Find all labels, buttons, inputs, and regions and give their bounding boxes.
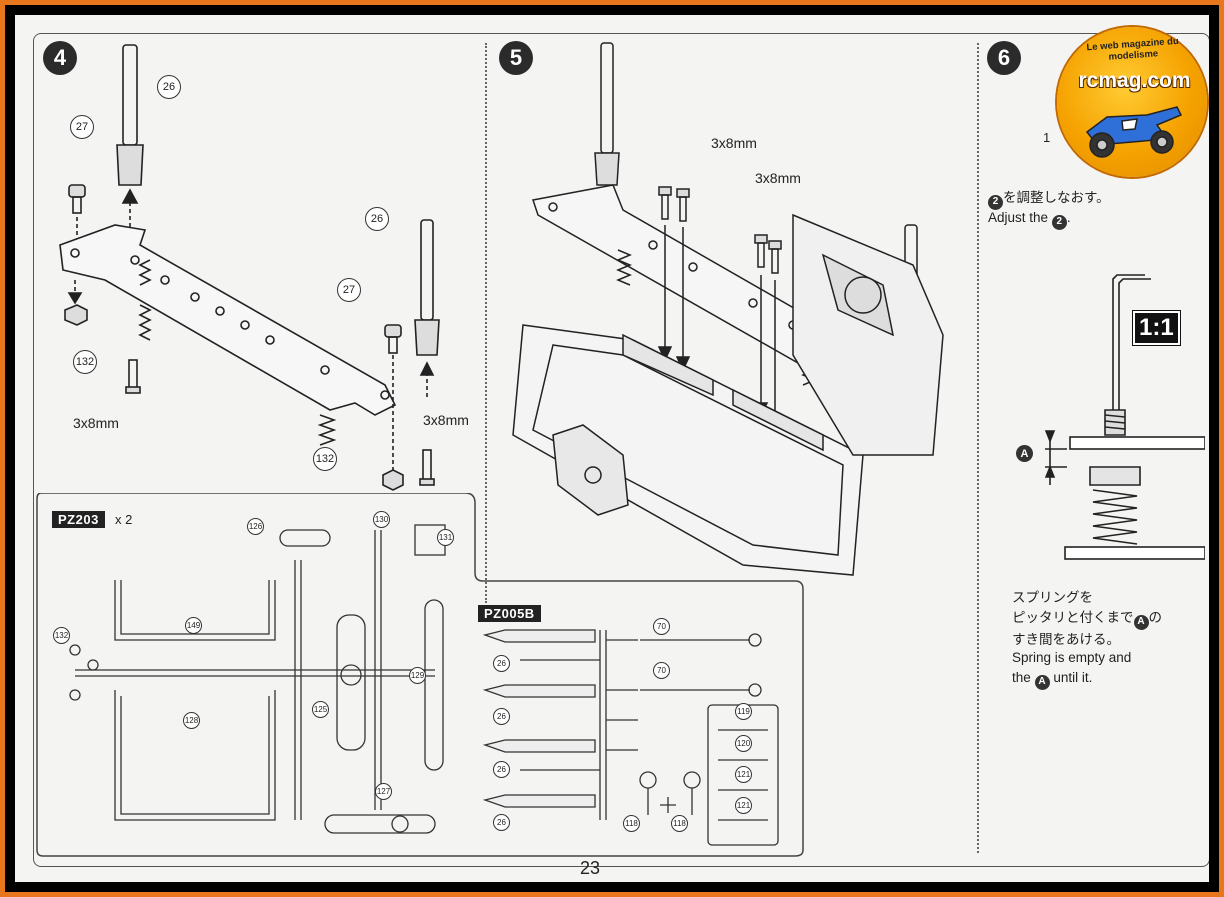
sprue-pz203-drawing [69, 524, 446, 834]
sprue-part-125: 125 [312, 701, 329, 718]
sprue-part-70-b: 70 [653, 662, 670, 679]
sprue-part-70-a: 70 [653, 618, 670, 635]
step-5-number: 5 [509, 45, 523, 70]
sprue-pz005b-code: PZ005B [478, 605, 541, 622]
sprue-pz203-code: PZ203 [52, 511, 105, 528]
screw-size-label-right: 3x8mm [423, 412, 469, 428]
ref-step-2-icon-en: 2 [1051, 214, 1067, 230]
part-callout-26-right: 26 [365, 207, 389, 231]
manual-sheet: 4 [15, 15, 1209, 882]
sprue-part-120: 120 [735, 735, 752, 752]
adjust-jp-text: を調整しなおす。 [1003, 190, 1110, 205]
spring-en-line-1: Spring is empty and [1012, 650, 1132, 665]
gap-a-marker: A [1016, 445, 1033, 462]
gap-a-icon-en: A [1034, 674, 1050, 690]
sprue-part-118-a: 118 [623, 815, 640, 832]
step-4-illustration [59, 44, 440, 491]
step-6-side-number: 1 [1043, 130, 1051, 145]
sprue-part-131: 131 [437, 529, 454, 546]
step-divider-1 [485, 43, 487, 603]
spring-jp-line-3: すき間をあける。 [1012, 631, 1120, 647]
spring-gap-illustration [1044, 274, 1205, 560]
part-callout-132: 132 [73, 350, 97, 374]
adjust-note-en: Adjust the 2. [988, 208, 1071, 230]
sprue-part-149: 149 [185, 617, 202, 634]
sprue-part-118-b: 118 [671, 815, 688, 832]
sprue-box-outline [36, 493, 804, 857]
rcmag-watermark-logo: Le web magazine du modelisme rcmag.com [1057, 27, 1207, 177]
step-4-number: 4 [53, 45, 67, 70]
spring-note-en: Spring is empty and the A until it. [1012, 648, 1131, 690]
scale-1-1-badge: 1:1 [1132, 310, 1181, 346]
sprue-part-121-b: 121 [735, 797, 752, 814]
sprue-part-128: 128 [183, 712, 200, 729]
step-5-badge: 5 [499, 41, 533, 75]
screw-size-label: 3x8mm [73, 415, 119, 431]
part-callout-26: 26 [157, 75, 181, 99]
page-number: 23 [580, 858, 601, 878]
sprue-part-130: 130 [373, 511, 390, 528]
screw-size-label-b: 3x8mm [755, 170, 801, 186]
sprue-part-26-b: 26 [493, 708, 510, 725]
content-frame [33, 33, 1209, 867]
sprue-part-119: 119 [735, 703, 752, 720]
part-callout-27-right: 27 [337, 278, 361, 302]
sprue-part-127: 127 [375, 783, 392, 800]
sprue-part-126: 126 [247, 518, 264, 535]
logo-site-name: rcmag.com [1078, 69, 1191, 92]
sprue-part-26-d: 26 [493, 814, 510, 831]
gap-a-icon-jp: A [1133, 614, 1149, 630]
step-divider-2 [977, 43, 979, 853]
step-6-number: 6 [997, 45, 1011, 70]
spring-jp-line-1: スプリングを [1012, 590, 1093, 605]
logo-tagline: Le web magazine du modelisme [1086, 35, 1180, 63]
sprue-part-26-a: 26 [493, 655, 510, 672]
sprue-pz203-qty: x 2 [115, 512, 133, 527]
part-callout-132-right: 132 [313, 447, 337, 471]
sprue-pz005b-drawing [482, 629, 779, 846]
sprue-part-129: 129 [409, 667, 426, 684]
screw-size-label-a: 3x8mm [711, 135, 757, 151]
page-border: 4 [5, 5, 1219, 892]
sprue-part-26-c: 26 [493, 761, 510, 778]
step-4-badge: 4 [43, 41, 77, 75]
step-6-badge: 6 [987, 41, 1021, 75]
step-5-illustration [512, 42, 944, 576]
sprue-part-121-a: 121 [735, 766, 752, 783]
part-callout-27: 27 [70, 115, 94, 139]
sprue-part-132: 132 [53, 627, 70, 644]
spring-en-line-2: the A until it. [1012, 668, 1131, 690]
adjust-en-text: Adjust the [988, 210, 1049, 225]
logo-car-icon [1085, 106, 1183, 158]
ref-step-2-icon: 2 [988, 194, 1003, 210]
